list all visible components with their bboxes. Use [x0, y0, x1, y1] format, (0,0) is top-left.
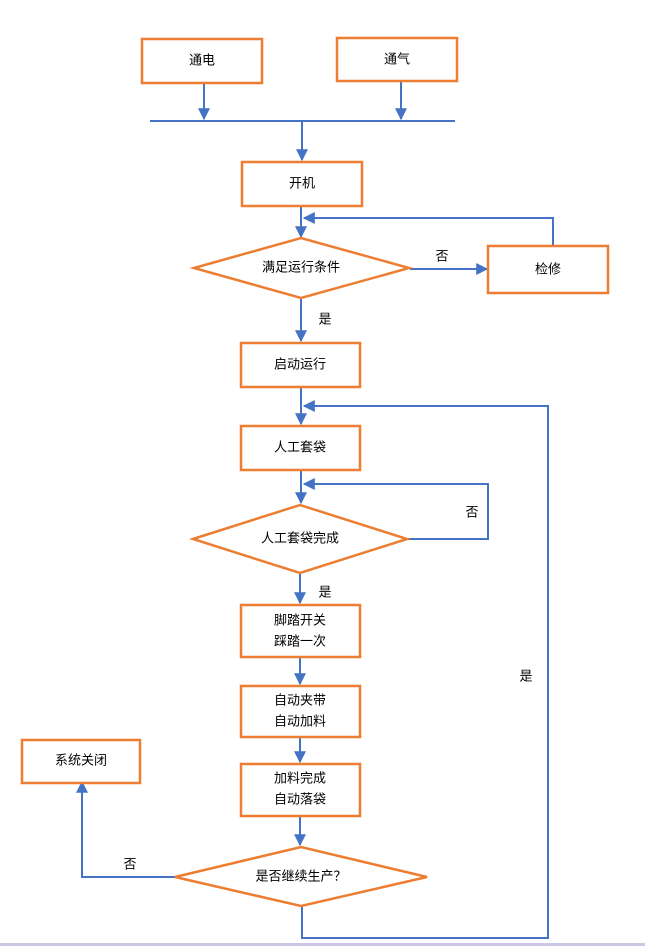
label-yes-pedal: 是	[318, 586, 331, 601]
label-no-shutdown: 否	[123, 858, 136, 873]
connectors	[76, 82, 554, 939]
edge-bagging-retry	[302, 478, 489, 540]
node-air-on: 通气	[335, 36, 459, 83]
label-no-bagging: 否	[465, 506, 478, 521]
node-auto-drop: 加料完成 自动落袋	[239, 762, 362, 818]
edge-maintenance-back	[302, 212, 554, 245]
node-start-running: 启动运行	[239, 341, 362, 389]
edge-continue-loop	[301, 400, 549, 939]
label-yes-start: 是	[318, 313, 331, 328]
node-maintenance-label: 检修	[535, 263, 561, 278]
node-maintenance: 检修	[486, 244, 610, 295]
node-check-conditions: 满足运行条件	[189, 236, 414, 300]
node-start-running-label: 启动运行	[274, 358, 326, 373]
node-foot-pedal-line1: 脚踏开关	[274, 613, 326, 629]
node-auto-drop-line2: 自动落袋	[274, 793, 326, 808]
node-auto-clamp-line2: 自动加料	[274, 715, 326, 730]
node-power-on-label: 通电	[189, 54, 215, 69]
node-manual-bagging-label: 人工套袋	[274, 440, 326, 456]
node-manual-bagging: 人工套袋	[239, 424, 362, 472]
label-no-maintenance: 否	[435, 250, 448, 265]
node-continue-question-label: 是否继续生产？	[255, 870, 346, 885]
node-power-on: 通电	[140, 37, 264, 85]
node-bagging-done-label: 人工套袋完成	[261, 531, 339, 547]
node-foot-pedal-line2: 踩踏一次	[274, 634, 326, 650]
node-auto-drop-line1: 加料完成	[274, 772, 326, 787]
node-system-off-label: 系统关闭	[55, 754, 107, 769]
node-start-machine-label: 开机	[289, 177, 315, 192]
node-start-machine: 开机	[240, 160, 364, 208]
node-auto-clamp-line1: 自动夹带	[274, 694, 326, 709]
node-check-conditions-label: 满足运行条件	[262, 260, 340, 276]
node-bagging-done: 人工套袋完成	[188, 503, 412, 575]
label-yes-loop: 是	[519, 670, 532, 685]
node-air-on-label: 通气	[384, 52, 410, 68]
edge-shutdown	[76, 780, 175, 878]
node-auto-clamp: 自动夹带 自动加料	[239, 684, 362, 739]
bottom-edge-bar	[0, 943, 645, 946]
node-foot-pedal: 脚踏开关 踩踏一次	[239, 603, 362, 659]
node-system-off: 系统关闭	[20, 738, 142, 785]
node-continue-question: 是否继续生产？	[174, 845, 428, 908]
